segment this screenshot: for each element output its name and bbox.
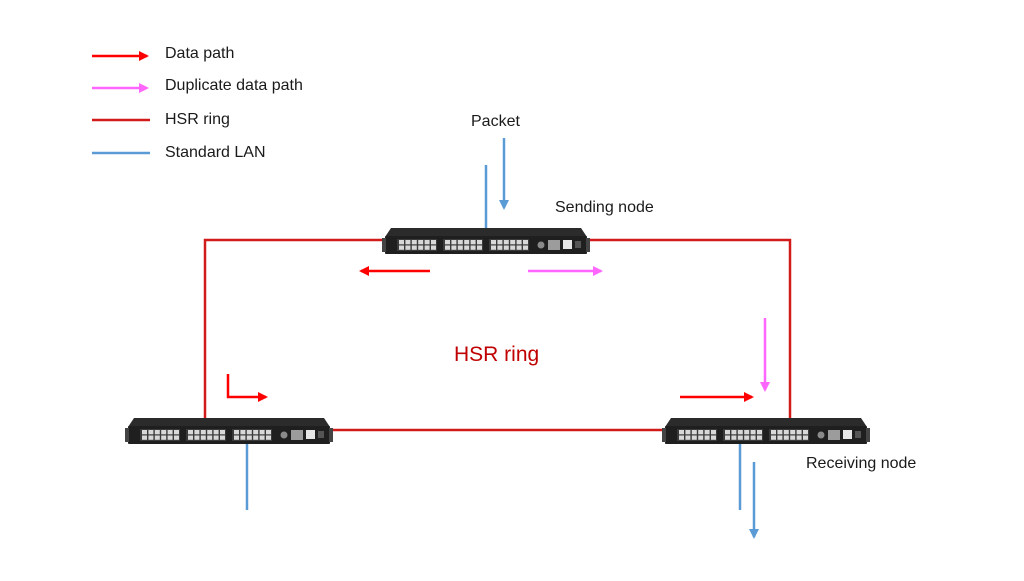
legend-label-standard-lan: Standard LAN (165, 144, 266, 161)
legend-label-duplicate-data-path: Duplicate data path (165, 77, 303, 94)
sending-node-switch-icon (382, 228, 590, 254)
receiving-node-label: Receiving node (806, 455, 917, 472)
data-path-arrow-corner (226, 374, 268, 402)
hsr-ring-path (203, 238, 792, 432)
receiving-node-switch-icon (662, 418, 870, 444)
intermediate-node-switch-icon (125, 418, 333, 444)
ring-title: HSR ring (454, 343, 540, 366)
packet-label: Packet (471, 113, 520, 130)
sending-node-label: Sending node (555, 199, 654, 216)
legend-label-data-path: Data path (165, 45, 235, 62)
legend-label-hsr-ring: HSR ring (165, 111, 230, 128)
